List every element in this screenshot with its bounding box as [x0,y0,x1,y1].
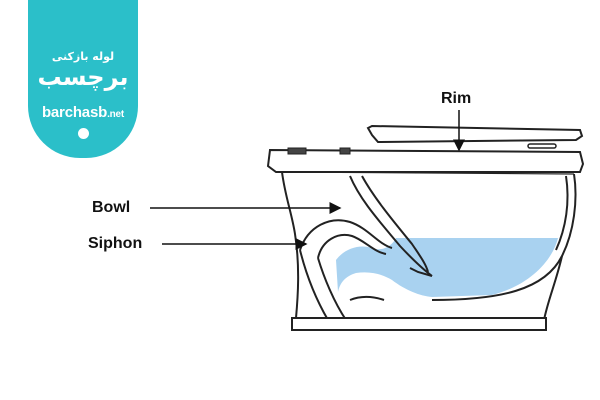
toilet-rim [266,147,585,175]
rim-label: Rim [441,90,472,107]
logo-brand-name: برچسب [37,63,129,91]
brand-logo-tab: لوله بازکنی برچسب barchasb.net [28,0,138,158]
logo-domain: barchasb.net [28,104,138,121]
toilet-base [291,317,547,331]
siphon-label: Siphon [88,235,143,252]
bowl-label: Bowl [92,199,131,216]
logo-domain-tld: .net [107,109,125,120]
bowl-trapway [349,175,433,277]
logo-domain-main: barchasb [41,104,108,121]
logo-dot-icon [78,128,89,139]
bowl-outer-wall [431,173,577,301]
water [336,238,558,297]
logo-tagline: لوله بازکنی [51,50,115,63]
toilet-seat [366,124,584,149]
siphon-passage [299,219,393,321]
